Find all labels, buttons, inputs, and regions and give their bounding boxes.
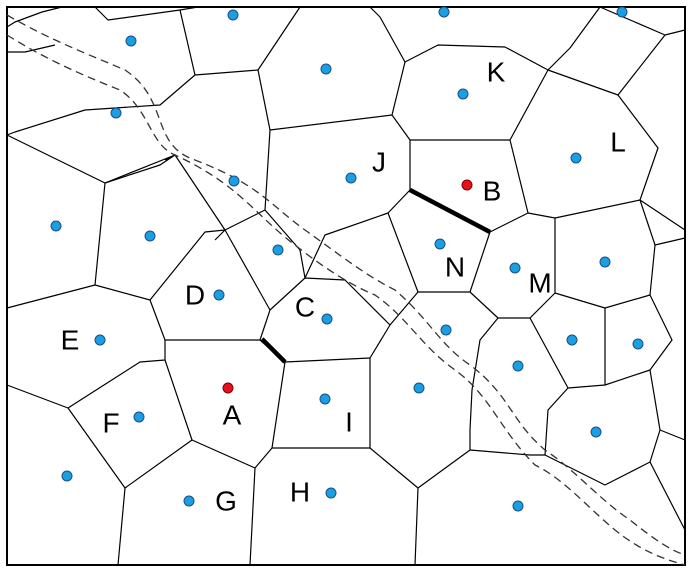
site-point — [566, 334, 578, 346]
dashed-corridor — [6, 14, 686, 566]
site-f — [133, 411, 145, 423]
site-point — [61, 470, 73, 482]
site-point — [590, 426, 602, 438]
site-point — [228, 175, 240, 187]
boundary-b-n — [408, 188, 492, 234]
site-k — [457, 88, 469, 100]
site-n — [434, 238, 446, 250]
cell-label-g: G — [215, 485, 237, 516]
cell-label-k: K — [487, 56, 506, 87]
site-point — [512, 360, 524, 372]
cell-label-a: A — [223, 399, 242, 430]
site-point — [438, 6, 450, 18]
site-point — [144, 230, 156, 242]
cell-label-l: L — [610, 126, 626, 157]
site-c — [321, 313, 333, 325]
site-i — [319, 393, 331, 405]
cell-label-d: D — [185, 279, 205, 310]
site-point — [125, 35, 137, 47]
highlighted-boundaries — [260, 188, 492, 364]
site-e — [94, 334, 106, 346]
cell-label-j: J — [372, 146, 386, 177]
site-point — [110, 107, 122, 119]
cell-label-n: N — [445, 251, 465, 282]
site-point — [227, 9, 239, 21]
cell-label-c: C — [295, 291, 315, 322]
site-l — [570, 152, 582, 164]
site-point — [272, 244, 284, 256]
cell-label-m: M — [528, 267, 551, 298]
site-point — [320, 63, 332, 75]
site-point — [440, 324, 452, 336]
site-point — [632, 338, 644, 350]
boundary-a-c — [260, 337, 287, 364]
site-j — [345, 172, 357, 184]
site-point — [599, 256, 611, 268]
site-point — [50, 220, 62, 232]
cell-label-f: F — [102, 407, 119, 438]
site-g — [183, 495, 195, 507]
site-point — [413, 382, 425, 394]
cell-edges — [6, 6, 686, 566]
site-points — [50, 6, 644, 512]
site-m — [509, 262, 521, 274]
site-h — [325, 487, 337, 499]
site-point — [512, 500, 524, 512]
diagram-frame — [6, 6, 686, 566]
site-point — [616, 6, 628, 18]
cell-label-h: H — [290, 476, 310, 507]
cell-label-e: E — [61, 324, 80, 355]
site-b — [461, 179, 473, 191]
cell-label-b: B — [483, 175, 502, 206]
site-a — [222, 382, 234, 394]
labeled-cells: K L J B N M D C E A I F G H — [61, 56, 626, 516]
cell-label-i: I — [345, 406, 353, 437]
site-d — [213, 289, 225, 301]
